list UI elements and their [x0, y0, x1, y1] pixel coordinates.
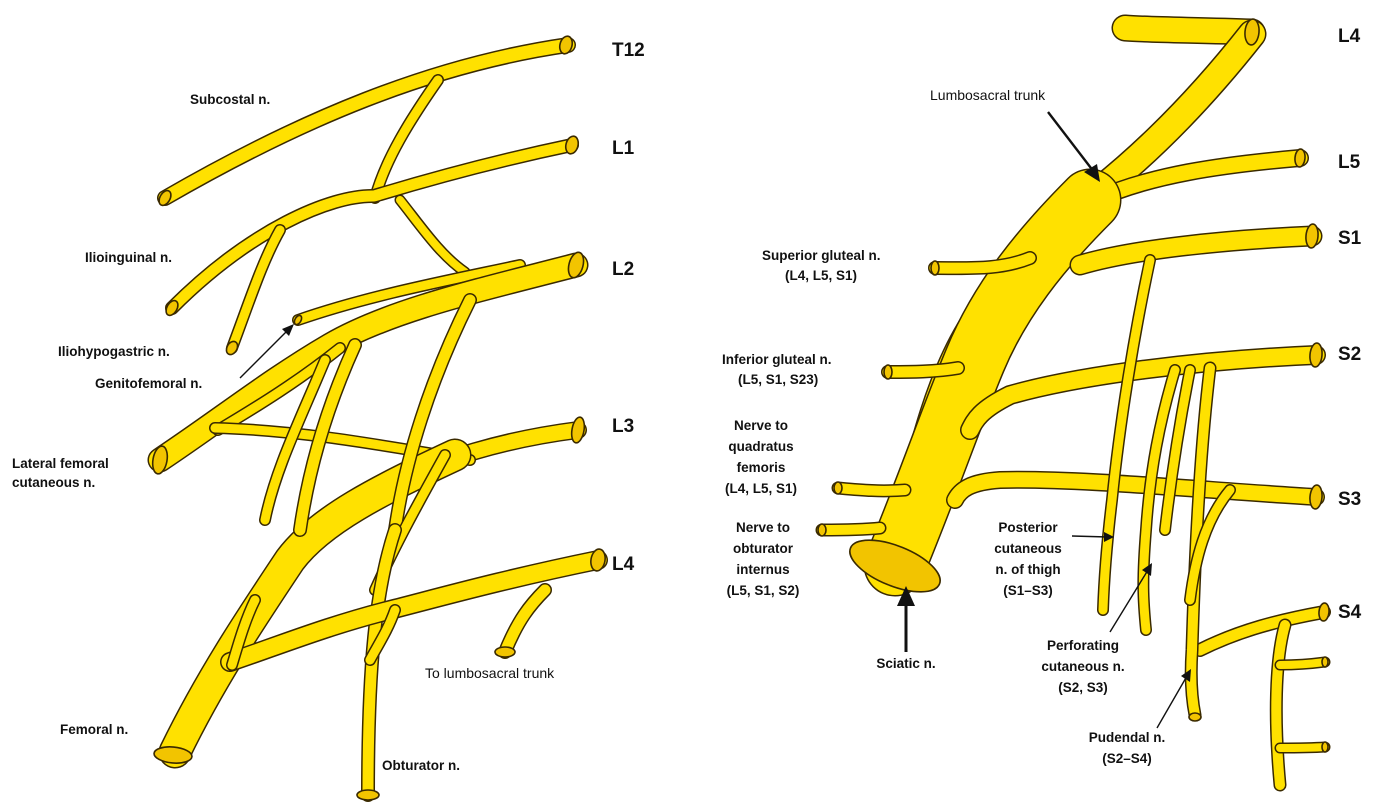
- subcostal-nerve: [165, 45, 568, 198]
- label-lateral-femoral-line1: Lateral femoral: [12, 456, 109, 471]
- label-perforating-line3: (S2, S3): [1058, 680, 1108, 695]
- cap-s4-branch-b-end: [1322, 742, 1328, 752]
- s4-root: [1200, 612, 1324, 650]
- label-subcostal: Subcostal n.: [190, 92, 270, 107]
- label-posterior-cutaneous-line2: cutaneous: [994, 541, 1062, 556]
- cap-lumbosacral-end: [495, 647, 515, 657]
- label-obturator-internus-line1: Nerve to: [736, 520, 790, 535]
- root-label-s3: S3: [1338, 489, 1361, 510]
- root-label-s1: S1: [1338, 228, 1362, 249]
- label-lumbosacral-trunk: Lumbosacral trunk: [930, 87, 1046, 103]
- label-genitofemoral: Genitofemoral n.: [95, 376, 202, 391]
- label-posterior-cutaneous-line3: n. of thigh: [995, 562, 1060, 577]
- lumbar-plexus: [151, 35, 607, 800]
- cap-inferior-gluteal-end: [884, 365, 892, 379]
- inferior-gluteal-nerve: [888, 368, 958, 372]
- label-obturator-internus-line4: (L5, S1, S2): [727, 583, 800, 598]
- quadratus-nerve: [838, 488, 905, 491]
- s3-root: [955, 480, 1316, 500]
- root-label-l3: L3: [612, 416, 634, 437]
- root-label-s2: S2: [1338, 344, 1361, 365]
- label-superior-gluteal-line1: Superior gluteal n.: [762, 248, 881, 263]
- label-quadratus-line4: (L4, L5, S1): [725, 481, 797, 496]
- label-inferior-gluteal-line1: Inferior gluteal n.: [722, 352, 832, 367]
- obturator-internus-nerve: [822, 528, 880, 530]
- label-pudendal-line1: Pudendal n.: [1089, 730, 1166, 745]
- label-quadratus-line2: quadratus: [728, 439, 793, 454]
- l4-root-right: [1125, 28, 1252, 32]
- obturator-root-a: [395, 300, 470, 530]
- s1-root: [1080, 236, 1312, 265]
- root-label-s4: S4: [1338, 602, 1362, 623]
- pudendal-arrow: [1157, 669, 1191, 728]
- to-lumbosacral-trunk: [505, 590, 545, 652]
- cap-obturator-end: [357, 790, 379, 800]
- label-posterior-cutaneous-line1: Posterior: [998, 520, 1058, 535]
- label-pudendal-line2: (S2–S4): [1102, 751, 1152, 766]
- label-obturator-internus-line3: internus: [736, 562, 789, 577]
- s4-branch-a: [1280, 662, 1325, 665]
- cap-obturator-internus-end: [818, 524, 826, 536]
- lumbar-root-labels: T12 L1 L2 L3 L4: [612, 40, 645, 575]
- cap-s4-branch-a-end: [1322, 657, 1328, 667]
- s4-branch-b: [1280, 747, 1325, 748]
- label-posterior-cutaneous-line4: (S1–S3): [1003, 583, 1053, 598]
- label-to-lumbosacral-trunk: To lumbosacral trunk: [425, 665, 555, 681]
- label-ilioinguinal: Ilioinguinal n.: [85, 250, 172, 265]
- cap-pudendal-end: [1189, 713, 1201, 721]
- root-label-l5: L5: [1338, 152, 1361, 173]
- label-quadratus-line3: femoris: [737, 460, 786, 475]
- root-label-l4-left: L4: [612, 554, 635, 575]
- cap-superior-gluteal-end: [931, 261, 939, 275]
- root-label-t12: T12: [612, 40, 645, 61]
- label-perforating-line1: Perforating: [1047, 638, 1119, 653]
- root-label-l1: L1: [612, 138, 635, 159]
- sacral-root-labels: L4 L5 S1 S2 S3 S4: [1338, 26, 1362, 623]
- cap-quadratus-end: [834, 482, 842, 494]
- label-obturator: Obturator n.: [382, 758, 460, 773]
- label-inferior-gluteal-line2: (L5, S1, S23): [738, 372, 818, 387]
- label-femoral: Femoral n.: [60, 722, 128, 737]
- root-label-l2: L2: [612, 259, 634, 280]
- label-quadratus-line1: Nerve to: [734, 418, 788, 433]
- label-obturator-internus-line2: obturator: [733, 541, 794, 556]
- label-sciatic: Sciatic n.: [876, 656, 935, 671]
- label-perforating-line2: cutaneous n.: [1041, 659, 1124, 674]
- lumbosacral-trunk-arrow: [1048, 112, 1100, 182]
- s4-descend: [1276, 625, 1285, 785]
- cap-l3: [570, 416, 586, 444]
- label-lateral-femoral-line2: cutaneous n.: [12, 475, 95, 490]
- label-superior-gluteal-line2: (L4, L5, S1): [785, 268, 857, 283]
- superior-gluteal-nerve: [935, 258, 1030, 268]
- label-iliohypogastric: Iliohypogastric n.: [58, 344, 170, 359]
- root-label-l4-right: L4: [1338, 26, 1361, 47]
- l1-l2-link: [400, 200, 465, 272]
- s2-root: [970, 355, 1316, 430]
- cap-s4: [1318, 603, 1330, 622]
